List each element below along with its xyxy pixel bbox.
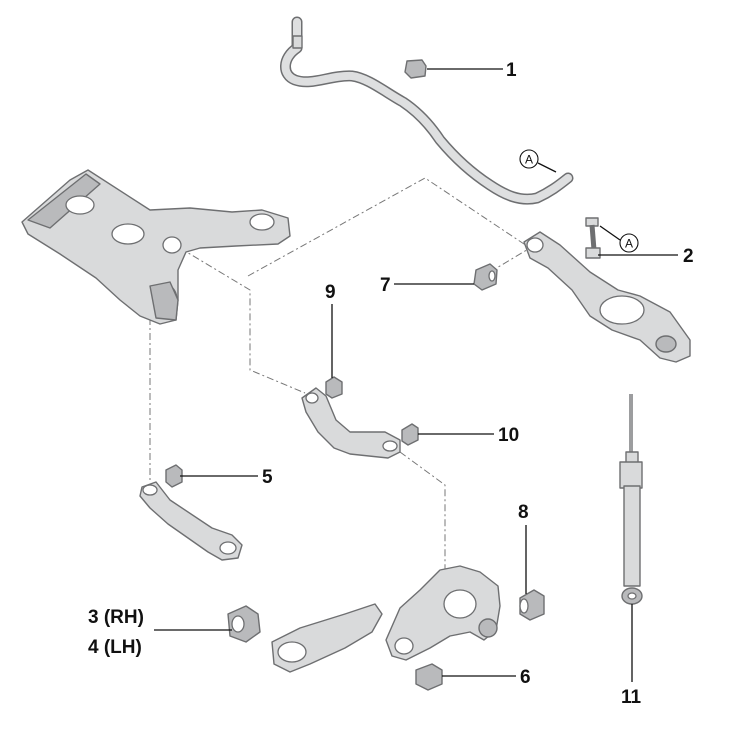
callout-2: 2 <box>683 246 694 267</box>
reference-marker-a-lower: A <box>619 233 639 253</box>
toe-link <box>139 481 243 561</box>
reference-marker-a-lower-text: A <box>625 237 633 251</box>
reference-marker-a-upper-text: A <box>525 153 533 167</box>
upper-arm-bushing <box>325 376 343 399</box>
callout-7: 7 <box>380 275 391 296</box>
callout-5: 5 <box>262 467 273 488</box>
reference-marker-a-upper: A <box>519 149 539 169</box>
upper-control-arm <box>301 387 401 459</box>
spring-link-bushing <box>227 605 261 643</box>
callout-8: 8 <box>518 502 529 523</box>
callout-9: 9 <box>325 282 336 303</box>
lower-control-arm <box>523 231 691 363</box>
callout-6: 6 <box>520 667 531 688</box>
rear-subframe <box>21 169 291 325</box>
callout-1: 1 <box>506 60 517 81</box>
leader-lines <box>154 68 678 682</box>
upper-arm-outer-bushing <box>401 423 419 446</box>
callout-numbers: 1 2 3 (RH) 4 (LH) 5 6 7 8 9 10 11 <box>88 60 694 708</box>
callout-11: 11 <box>621 687 642 708</box>
assembly-guide-lines <box>149 177 531 590</box>
shock-absorber <box>619 394 643 605</box>
lower-spring-link <box>271 603 383 673</box>
knuckle-lower-bushing <box>415 663 443 691</box>
lower-arm-bushing <box>473 263 498 291</box>
callout-4: 4 (LH) <box>88 637 142 658</box>
wheel-knuckle <box>385 565 501 661</box>
stabilizer-link <box>585 217 601 259</box>
stabilizer-bar <box>280 16 574 205</box>
callout-10: 10 <box>498 425 519 446</box>
trailing-link-bushing <box>165 464 183 488</box>
knuckle-bushing <box>519 589 545 621</box>
callout-3: 3 (RH) <box>88 607 144 628</box>
stabilizer-bushing <box>404 59 427 79</box>
